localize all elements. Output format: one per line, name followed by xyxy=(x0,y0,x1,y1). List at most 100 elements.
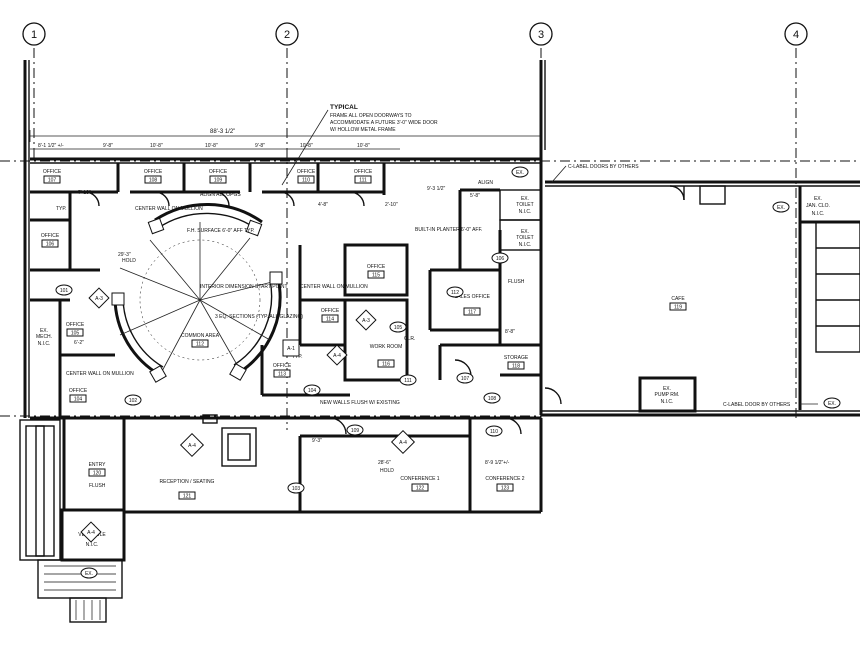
svg-text:121: 121 xyxy=(183,494,192,500)
svg-text:F.H. SURFACE 6'-0" AFF TYP.: F.H. SURFACE 6'-0" AFF TYP. xyxy=(187,228,255,234)
room-label-conference-2: CONFERENCE 2 123 xyxy=(485,476,525,492)
room-label-office-110: OFFICE 110 xyxy=(297,169,316,184)
door-tag-12: EX. xyxy=(80,567,98,579)
door-tag-6: 106 xyxy=(491,252,509,264)
svg-text:TYP.: TYP. xyxy=(292,354,302,360)
room-label-work-room: WORK ROOM 116 xyxy=(370,344,403,368)
svg-text:9'-3": 9'-3" xyxy=(312,438,322,444)
svg-text:108: 108 xyxy=(149,178,158,184)
svg-text:EX.: EX. xyxy=(814,196,822,202)
ex-jan-clo: EX. JAN. CLO. N.I.C. xyxy=(806,196,830,217)
room-label-office-111: OFFICE 111 xyxy=(354,169,373,184)
svg-text:A-4: A-4 xyxy=(188,443,196,449)
svg-text:OFFICE: OFFICE xyxy=(69,388,88,394)
door-tag-1: 101 xyxy=(55,284,73,296)
svg-text:W/ HOLLOW METAL FRAME: W/ HOLLOW METAL FRAME xyxy=(330,127,396,133)
room-label-sales-office: SALES OFFICE 117 xyxy=(454,294,491,316)
svg-text:CENTER WALL ON MULLION: CENTER WALL ON MULLION xyxy=(300,284,368,290)
svg-text:OFFICE: OFFICE xyxy=(66,322,85,328)
svg-text:TYPICAL: TYPICAL xyxy=(330,104,358,111)
svg-text:110: 110 xyxy=(490,429,498,435)
svg-text:6'-2": 6'-2" xyxy=(74,340,84,346)
section-tag-5: A-3 xyxy=(355,309,377,331)
common-area-curves xyxy=(111,203,283,383)
door-swings xyxy=(84,191,562,435)
svg-text:N.I.C.: N.I.C. xyxy=(812,211,825,217)
svg-text:106: 106 xyxy=(496,256,505,262)
door-tag-2: 102 xyxy=(124,394,142,406)
flush-note: FLUSH FLUSH xyxy=(89,279,525,489)
svg-text:104: 104 xyxy=(74,397,83,403)
dimension-top-row: 8'-1 1/2" +/- 9'-8" 10'-8" 10'-8" 9'-8" … xyxy=(30,143,400,150)
top-office-partitions xyxy=(30,163,386,420)
ex-mech: EX. MECH. N.I.C. xyxy=(36,328,52,347)
grid-bubble-1: 1 xyxy=(22,22,46,46)
svg-text:PUMP RM.: PUMP RM. xyxy=(655,392,680,398)
svg-text:109: 109 xyxy=(214,178,223,184)
svg-text:C-LABEL DOOR BY OTHERS: C-LABEL DOOR BY OTHERS xyxy=(723,402,791,408)
svg-text:108: 108 xyxy=(488,396,497,402)
svg-text:111: 111 xyxy=(404,378,412,384)
svg-text:EX.: EX. xyxy=(521,196,529,202)
svg-text:WORK ROOM: WORK ROOM xyxy=(370,344,403,350)
svg-text:OFFICE: OFFICE xyxy=(209,169,228,175)
svg-text:117: 117 xyxy=(468,310,476,316)
svg-text:A-3: A-3 xyxy=(362,318,370,324)
svg-text:8'-1 1/2" +/-: 8'-1 1/2" +/- xyxy=(38,143,64,149)
svg-text:111: 111 xyxy=(359,178,367,184)
room-label-office-115: OFFICE 115 xyxy=(367,264,386,279)
svg-text:112: 112 xyxy=(196,342,204,348)
svg-text:OFFICE: OFFICE xyxy=(41,233,60,239)
svg-text:BUILT-IN PLANTER 6'-0" AFF.: BUILT-IN PLANTER 6'-0" AFF. xyxy=(415,227,482,233)
grid-bubble-4: 4 xyxy=(784,22,808,46)
svg-text:OFFICE: OFFICE xyxy=(273,363,292,369)
svg-text:N.I.C.: N.I.C. xyxy=(86,542,99,548)
svg-text:123: 123 xyxy=(501,486,510,492)
svg-text:RECEPTION / SEATING: RECEPTION / SEATING xyxy=(160,479,215,485)
svg-text:10'-8": 10'-8" xyxy=(150,143,163,149)
svg-text:N.I.C.: N.I.C. xyxy=(38,341,51,347)
svg-text:FRAME ALL OPEN DOORWAYS TO: FRAME ALL OPEN DOORWAYS TO xyxy=(330,113,412,119)
svg-text:CLR.: CLR. xyxy=(404,336,415,342)
room-label-office-107: OFFICE 107 xyxy=(43,169,62,184)
svg-text:114: 114 xyxy=(326,317,334,323)
door-tag-9: EX. xyxy=(511,166,529,178)
svg-text:MECH.: MECH. xyxy=(36,334,52,340)
typ-note: TYP. TYP. xyxy=(56,206,302,360)
svg-text:OFFICE: OFFICE xyxy=(367,264,386,270)
svg-text:10'-8": 10'-8" xyxy=(300,143,313,149)
svg-text:CONFERENCE 2: CONFERENCE 2 xyxy=(485,476,524,482)
svg-text:A-4: A-4 xyxy=(399,440,407,446)
svg-text:3: 3 xyxy=(538,29,544,41)
svg-text:ALIGN ALL OPGS: ALIGN ALL OPGS xyxy=(200,192,241,198)
section-tag-4: A-1 xyxy=(282,339,300,357)
center-rooms xyxy=(260,188,542,397)
svg-text:A-3: A-3 xyxy=(95,296,103,302)
section-tag-6: A-4 xyxy=(326,344,348,366)
svg-text:112: 112 xyxy=(451,290,459,296)
svg-text:116: 116 xyxy=(382,362,390,368)
svg-text:118: 118 xyxy=(512,364,520,370)
svg-text:102: 102 xyxy=(129,398,138,404)
svg-text:N.I.C.: N.I.C. xyxy=(519,242,532,248)
svg-text:9'-8": 9'-8" xyxy=(255,143,265,149)
svg-text:NEW WALLS FLUSH W/ EXISTING: NEW WALLS FLUSH W/ EXISTING xyxy=(320,400,400,406)
door-tag-11: EX. xyxy=(823,397,841,409)
svg-text:FLUSH: FLUSH xyxy=(89,483,106,489)
svg-text:COMMON AREA: COMMON AREA xyxy=(181,333,220,339)
door-tag-7: 107 xyxy=(456,372,474,384)
room-label-office-105: OFFICE 105 xyxy=(66,322,85,337)
built-in-planter-note: BUILT-IN PLANTER 6'-0" AFF. xyxy=(415,227,482,233)
svg-text:10'-8": 10'-8" xyxy=(357,143,370,149)
svg-text:88'-3 1/2": 88'-3 1/2" xyxy=(210,129,235,135)
svg-text:28'-6": 28'-6" xyxy=(378,460,391,466)
svg-text:TOILET: TOILET xyxy=(516,202,533,208)
svg-text:TYP.: TYP. xyxy=(56,206,66,212)
room-label-office-114: OFFICE 114 xyxy=(321,308,340,323)
svg-text:8'-8": 8'-8" xyxy=(505,329,515,335)
svg-text:113: 113 xyxy=(278,372,286,378)
cafe-walls xyxy=(638,185,860,413)
svg-text:2: 2 xyxy=(284,29,290,41)
svg-text:A-4: A-4 xyxy=(87,530,95,536)
